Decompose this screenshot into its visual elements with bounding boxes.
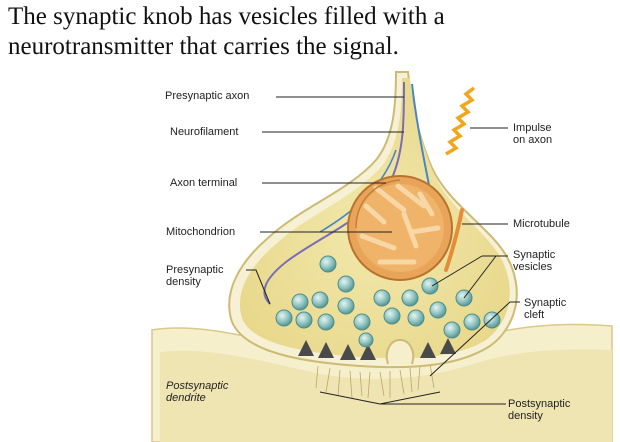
vesicle xyxy=(401,289,419,307)
vesicle xyxy=(483,311,501,329)
vesicle xyxy=(373,289,391,307)
label-synaptic-cleft-line1: Synaptic xyxy=(524,297,567,309)
vesicle-fusion-pocket xyxy=(385,338,415,365)
title-line-1: The synaptic knob has vesicles filled wi… xyxy=(8,3,445,30)
presynaptic-density xyxy=(298,338,456,360)
vesicle xyxy=(421,277,439,295)
label-presynaptic-density-line1: Presynaptic xyxy=(166,264,224,276)
microtubule xyxy=(444,208,464,272)
label-postsynaptic-dendrite-line2: dendrite xyxy=(166,392,206,404)
label-postsynaptic-density-line1: Postsynaptic xyxy=(508,398,571,410)
label-synaptic-cleft: Synaptic cleft xyxy=(524,297,566,321)
impulse-zigzag-icon xyxy=(445,86,476,156)
label-impulse-line1: Impulse xyxy=(513,122,552,134)
label-presynaptic-axon: Presynaptic axon xyxy=(165,90,250,102)
synaptic-vesicles xyxy=(275,255,501,348)
mitochondrion xyxy=(347,175,453,281)
label-microtubule: Microtubule xyxy=(513,218,570,230)
vesicle xyxy=(337,275,355,293)
vesicle xyxy=(353,313,371,331)
label-synaptic-vesicles-line2: vesicles xyxy=(513,261,553,273)
label-mitochondrion: Mitochondrion xyxy=(166,226,236,238)
vesicle xyxy=(291,293,309,311)
leader-lines xyxy=(246,96,520,405)
vesicle xyxy=(463,313,481,331)
label-neurofilament: Neurofilament xyxy=(170,126,239,138)
label-synaptic-cleft-line2: cleft xyxy=(524,309,545,321)
vesicle xyxy=(311,291,329,309)
vesicle xyxy=(295,311,313,329)
slide-title: The synaptic knob has vesicles filled wi… xyxy=(8,2,608,62)
label-postsynaptic-density-line2: density xyxy=(508,410,543,422)
label-postsynaptic-density: Postsynaptic density xyxy=(508,398,570,422)
postsynaptic-dendrite-inner xyxy=(160,349,612,442)
postsynaptic-density-fibers xyxy=(315,363,435,399)
label-axon-terminal: Axon terminal xyxy=(170,177,238,189)
vesicle xyxy=(429,301,447,319)
label-postsynaptic-dendrite-line1: Postsynaptic xyxy=(166,380,229,392)
label-presynaptic-density: Presynaptic density xyxy=(166,264,223,288)
label-postsynaptic-dendrite: Postsynaptic dendrite xyxy=(166,380,228,404)
label-impulse-on-axon: Impulse on axon xyxy=(513,122,552,146)
vesicle xyxy=(443,321,461,339)
vesicle xyxy=(319,255,337,273)
vesicle xyxy=(383,307,401,325)
label-impulse-line2: on axon xyxy=(513,134,553,146)
title-line-2: neurotransmitter that carries the signal… xyxy=(8,33,399,60)
vesicle xyxy=(358,332,374,348)
vesicle xyxy=(337,297,355,315)
label-synaptic-vesicles-line1: Synaptic xyxy=(513,249,556,261)
vesicle xyxy=(407,309,425,327)
vesicle xyxy=(275,309,293,327)
vesicle xyxy=(317,313,335,331)
label-presynaptic-density-line2: density xyxy=(166,276,201,288)
label-synaptic-vesicles: Synaptic vesicles xyxy=(513,249,555,273)
